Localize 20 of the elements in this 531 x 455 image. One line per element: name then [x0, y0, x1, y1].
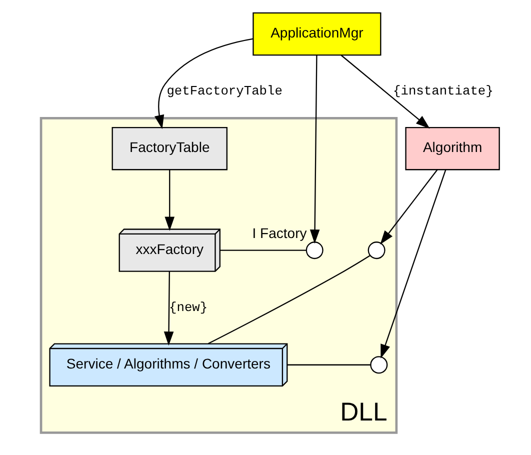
arrow [340, 54, 430, 129]
arrow [164, 272, 174, 346]
arrow [154, 38, 254, 130]
arrow [380, 170, 438, 244]
node-box: FactoryTable [112, 126, 228, 170]
node-box: Algorithm [405, 126, 500, 170]
connector [220, 250, 306, 251]
connector [287, 364, 371, 366]
edge-label: getFactoryTable [166, 84, 282, 99]
node-box: ApplicationMgr [252, 12, 382, 56]
edge-label: {instantiate} [393, 84, 494, 99]
arrow [164, 170, 175, 231]
connector [208, 255, 370, 344]
arrow [310, 55, 320, 244]
arrow [380, 170, 446, 358]
edge-label: {new} [169, 300, 208, 315]
node-circle [368, 242, 386, 260]
node-circle [306, 242, 324, 260]
node-circle [370, 356, 388, 374]
node-label: I Factory [252, 225, 307, 242]
